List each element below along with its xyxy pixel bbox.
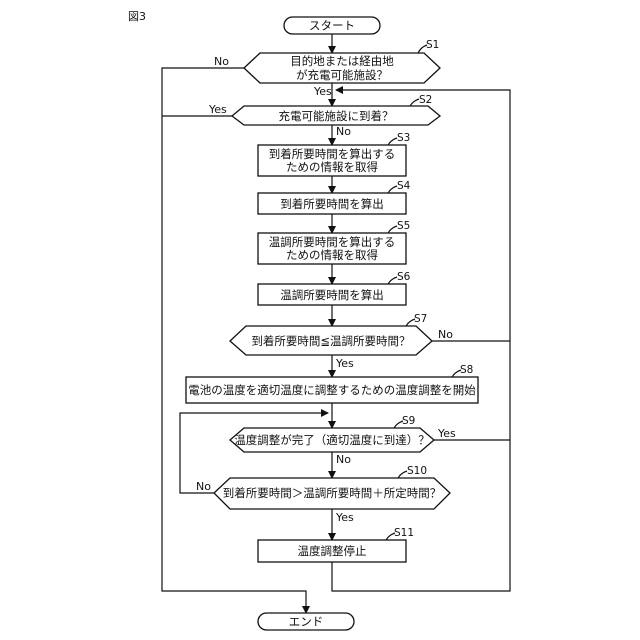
s9-no-label: No [336, 453, 351, 466]
s10-label: 到着所要時間＞温調所要時間＋所定時間？ [223, 486, 442, 500]
s3-label-line2: ための情報を取得 [286, 160, 378, 174]
s5-label-line1: 温調所要時間を算出する [269, 235, 396, 249]
s1-no-label: No [214, 55, 229, 68]
s4-label: 到着所要時間を算出 [280, 197, 384, 211]
s2-step-leader [410, 99, 419, 106]
s5-label-line2: ための情報を取得 [286, 248, 378, 262]
s7-no-label: No [438, 328, 453, 341]
s6-label: 温調所要時間を算出 [280, 288, 384, 302]
s11-label: 温度調整停止 [298, 544, 367, 558]
s2-step-label: S2 [419, 94, 432, 106]
s6-step-label: S6 [397, 271, 411, 283]
s3-label-line1: 到着所要時間を算出する [269, 147, 396, 161]
s8-step-label: S8 [460, 364, 473, 376]
s10-step-label: S10 [407, 465, 427, 477]
s4-step-label: S4 [397, 180, 411, 192]
end-label: エンド [289, 615, 324, 629]
s2-yes-label: Yes [208, 103, 227, 116]
s11-step-label: S11 [394, 527, 414, 539]
s7-yes-label: Yes [335, 357, 354, 370]
s9-yes-label: Yes [437, 427, 456, 440]
s2-label: 充電可能施設に到着？ [279, 109, 394, 123]
start-label: スタート [309, 19, 355, 33]
s7-label: 到着所要時間≦温調所要時間？ [251, 334, 410, 348]
s3-step-label: S3 [397, 132, 410, 144]
s9-step-label: S9 [402, 415, 415, 427]
s7-step-label: S7 [414, 313, 427, 325]
s8-label: 電池の温度を適切温度に調整するための温度調整を開始 [188, 383, 476, 397]
s10-no-label: No [196, 480, 211, 493]
s2-no-label: No [336, 125, 351, 138]
s4-step-leader [388, 186, 397, 193]
s1-label-line2: が充電可能施設？ [296, 68, 388, 82]
s1-label-line1: 目的地または経由地 [290, 54, 394, 68]
s3-step-leader [388, 138, 397, 145]
s1-yes-label: Yes [313, 85, 332, 98]
s1-step-label: S1 [426, 39, 439, 51]
s6-step-leader [388, 277, 397, 284]
figure-label: 図3 [128, 10, 146, 23]
s10-yes-label: Yes [335, 511, 354, 524]
s9-label: 温度調整が完了（適切温度に到達）？ [234, 433, 430, 447]
s5-step-label: S5 [397, 220, 410, 232]
s10-step-leader [398, 471, 407, 478]
s5-step-leader [388, 226, 397, 233]
